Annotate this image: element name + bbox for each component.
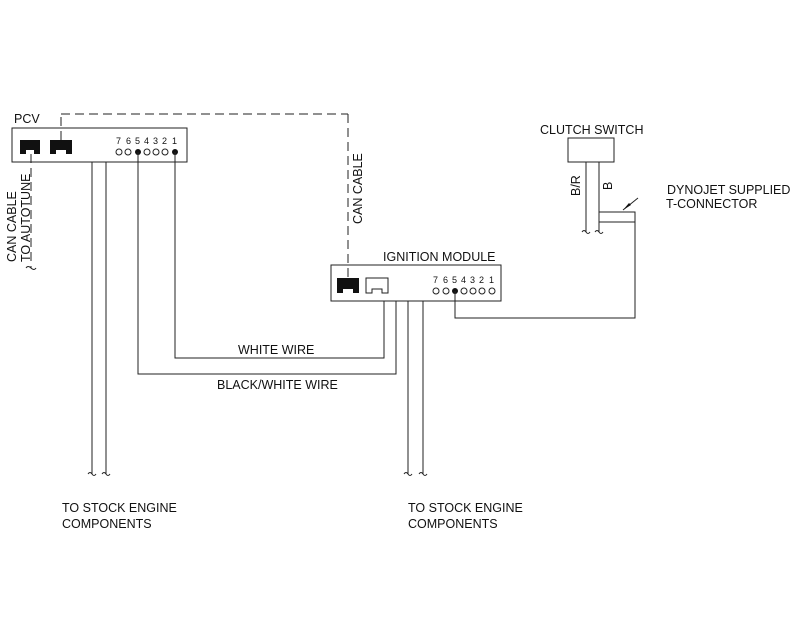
stock-left-label-1: TO STOCK ENGINE	[62, 501, 177, 515]
pcv-pin-hole-4	[143, 148, 151, 156]
pcv-pin-numbers: 7 6 5 4 3 2 1	[116, 136, 177, 146]
ignition-pin-hole-4	[460, 287, 468, 295]
ignition-pin-numbers: 7 6 5 4 3 2 1	[433, 275, 494, 285]
wire-br-label: B/R	[569, 175, 583, 196]
can-cable-label: CAN CABLE	[351, 153, 365, 224]
can-cable-autotune-label-2: TO AUTOTUNE	[19, 174, 33, 262]
clutch-wire	[454, 217, 636, 319]
pcv-pin-6: 6	[126, 136, 131, 146]
can-cable-line	[60, 113, 349, 282]
can-cable-autotune-line	[25, 154, 37, 270]
ignition-pin-hole-2	[478, 287, 486, 295]
ignition-pin-4: 4	[461, 275, 466, 285]
pcv-pin-3: 3	[153, 136, 158, 146]
ignition-pin-hole-1	[488, 287, 496, 295]
pcv-title: PCV	[14, 112, 40, 126]
pcv-pin-hole-7	[115, 148, 123, 156]
ignition-pin-6: 6	[443, 275, 448, 285]
pcv-pin-hole-2	[161, 148, 169, 156]
pcv-box	[11, 127, 188, 163]
pcv-pin-7: 7	[116, 136, 121, 146]
ignition-pin-hole-3	[469, 287, 477, 295]
ignition-pin-hole-6	[442, 287, 450, 295]
ignition-pin-5: 5	[452, 275, 457, 285]
ignition-module-box	[330, 264, 502, 302]
pcv-pin-1: 1	[172, 136, 177, 146]
ignition-pin-7: 7	[433, 275, 438, 285]
t-connector-label-2: T-CONNECTOR	[666, 197, 757, 211]
ignition-pin-1: 1	[489, 275, 494, 285]
stock-left-label-2: COMPONENTS	[62, 517, 152, 531]
ignition-pin-hole-7	[432, 287, 440, 295]
pcv-pin-hole-3	[152, 148, 160, 156]
black-white-wire	[137, 152, 397, 375]
ignition-stock-wires	[403, 301, 428, 476]
white-wire-label: WHITE WIRE	[238, 343, 314, 357]
pcv-pin-hole-6	[124, 148, 132, 156]
pcv-pins	[115, 148, 178, 156]
ignition-pin-2: 2	[479, 275, 484, 285]
can-cable-autotune-label-1: CAN CABLE	[5, 191, 19, 262]
wire-b-label: B	[601, 182, 615, 190]
pcv-stock-wires	[87, 162, 111, 476]
ignition-pin-3: 3	[470, 275, 475, 285]
white-wire	[174, 152, 385, 359]
pcv-pin-5: 5	[135, 136, 140, 146]
t-connector-label-1: DYNOJET SUPPLIED	[667, 183, 790, 197]
ignition-module: IGNITION MODULE 7 6 5 4 3 2 1	[330, 250, 502, 302]
black-white-wire-label: BLACK/WHITE WIRE	[217, 378, 338, 392]
t-connector: DYNOJET SUPPLIED T-CONNECTOR	[598, 183, 790, 223]
pcv-connector-left	[20, 140, 40, 154]
clutch-switch-box	[567, 137, 615, 163]
t-connector-body	[598, 211, 636, 223]
t-connector-arrow	[623, 203, 631, 210]
pcv-pin-4: 4	[144, 136, 149, 146]
pcv-connector-right	[50, 140, 72, 154]
ignition-module-title: IGNITION MODULE	[383, 250, 496, 264]
clutch-switch-title: CLUTCH SWITCH	[540, 123, 643, 137]
ignition-connector-right	[365, 277, 389, 294]
ignition-connector-left	[337, 278, 359, 293]
pcv-module: PCV 7 6 5 4 3 2 1	[11, 112, 188, 163]
pcv-pin-2: 2	[162, 136, 167, 146]
stock-right-label-2: COMPONENTS	[408, 517, 498, 531]
clutch-switch: CLUTCH SWITCH B/R B	[540, 123, 643, 234]
ignition-pins	[432, 287, 496, 295]
stock-right-label-1: TO STOCK ENGINE	[408, 501, 523, 515]
